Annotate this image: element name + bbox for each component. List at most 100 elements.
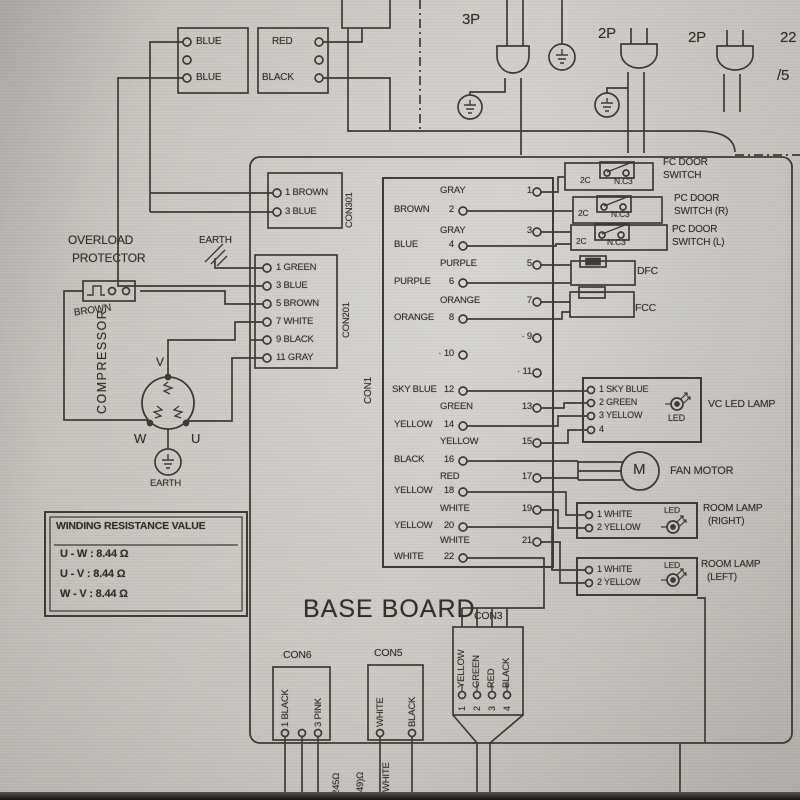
room-lamp-l-pin: 1 WHITE — [597, 564, 633, 574]
photo-edge-shadow — [0, 792, 800, 800]
con1-pin-row: · 10 — [438, 348, 454, 359]
switch-2c-label: 2C — [576, 236, 587, 246]
overload-label-1: OVERLOAD — [68, 233, 134, 247]
con201-pin: 11 GRAY — [276, 352, 314, 363]
base-board-outline — [249, 156, 793, 744]
plug-3p-label: 3P — [462, 11, 480, 28]
con3-pin-num: 3 — [487, 706, 497, 711]
con3-pin-num: 1 — [457, 706, 467, 711]
con3-pin-num: 4 — [502, 706, 512, 711]
winding-row-1: U - W : 8.44 Ω — [60, 548, 129, 560]
earth-label-con201: EARTH — [199, 235, 232, 246]
board-right-wires — [461, 176, 706, 800]
con301-box — [267, 172, 343, 229]
con1-pin-row: · 9 — [521, 331, 533, 342]
terminal-blue-top: BLUE — [196, 36, 222, 47]
edge-text-1: 22 — [780, 29, 797, 46]
fan-motor-m: M — [633, 461, 646, 478]
fcc-symbol — [569, 286, 635, 318]
winding-row-2: U - V : 8.44 Ω — [60, 568, 126, 580]
plug-2p-a — [594, 28, 658, 153]
pc-door-switch-l-name: PC DOOR — [672, 224, 718, 235]
pc-door-switch-r-name: SWITCH (R) — [674, 206, 729, 217]
con201-pin: 9 BLACK — [276, 334, 314, 345]
con5-pin-white: WHITE — [375, 697, 386, 727]
fc-door-switch-name: SWITCH — [663, 170, 702, 181]
fan-motor-name: FAN MOTOR — [670, 465, 734, 477]
room-lamp-l-name: ROOM LAMP — [701, 559, 761, 570]
swit ch-nc-label: N.C3 — [611, 209, 630, 219]
room-lamp-l-pin: 2 YELLOW — [597, 577, 641, 587]
con201-box — [254, 254, 338, 369]
con201-pin: 3 BLUE — [276, 280, 308, 291]
overload-protector-symbol — [82, 280, 136, 302]
edge-text-2: /5 — [777, 67, 790, 84]
con1-pin-row: · 11 — [517, 366, 532, 377]
room-lamp-r-name: (RIGHT) — [708, 516, 745, 527]
terminal-blue-bottom: BLUE — [196, 72, 222, 83]
room-lamp-r-name: ROOM LAMP — [703, 503, 763, 514]
winding-row-3: W - V : 8.44 Ω — [60, 588, 128, 600]
switch-2c-label: 2C — [580, 175, 591, 185]
room-lamp-r-pin: 1 WHITE — [597, 509, 633, 519]
pc-door-switch-l-name: SWITCH (L) — [672, 237, 725, 248]
compressor-terminal-u: U — [191, 431, 201, 446]
dfc-label: DFC — [637, 265, 658, 277]
con3-pin-num: 2 — [472, 706, 482, 711]
room-lamp-r-pin: 2 YELLOW — [597, 522, 641, 532]
con5-pin-black: BLACK — [407, 696, 418, 727]
con3-pin-color: GREEN — [471, 655, 482, 688]
con301-label: CON301 — [344, 192, 355, 228]
con201-pin: 1 GREEN — [276, 262, 317, 273]
con201-wires — [63, 243, 263, 424]
vc-led-pin: 3 YELLOW — [599, 410, 643, 420]
switch-nc-label: N.C3 — [614, 176, 633, 186]
terminal-black: BLACK — [262, 72, 294, 83]
top-wires — [117, 28, 391, 287]
compressor-symbol — [141, 373, 195, 476]
plug-2p-a-label: 2P — [598, 25, 616, 42]
con3-box — [452, 626, 524, 800]
con3-pin-color: RED — [486, 668, 497, 688]
con3-pin-color: BLACK — [501, 657, 512, 688]
plug-2p-b — [716, 30, 754, 112]
terminal-red: RED — [272, 36, 293, 47]
con5-box — [367, 664, 424, 800]
bottom-wire-label: WHITE — [381, 762, 392, 792]
room-lamp-left-box — [576, 557, 698, 596]
earth-label-compressor: EARTH — [150, 478, 182, 489]
base-board-title: BASE BOARD — [303, 595, 476, 623]
vc-led-pin: 4 — [599, 424, 604, 434]
con3-pin-color: YELLOW — [456, 649, 467, 688]
compressor-label: COMPRESSOR — [95, 308, 109, 414]
con1-pin-circles — [458, 187, 542, 563]
con201-label: CON201 — [341, 302, 352, 338]
compressor-terminal-v: V — [156, 355, 164, 369]
vc-led-pin: 1 SKY BLUE — [599, 384, 649, 394]
con3-label: CON3 — [474, 610, 503, 622]
con1-label: CON1 — [363, 377, 374, 404]
winding-resistance-box — [44, 511, 248, 617]
enclosure-lines — [347, 0, 800, 156]
fcc-label: FCC — [635, 302, 656, 314]
con6-label: CON6 — [283, 649, 312, 661]
con5-label: CON5 — [374, 647, 403, 659]
